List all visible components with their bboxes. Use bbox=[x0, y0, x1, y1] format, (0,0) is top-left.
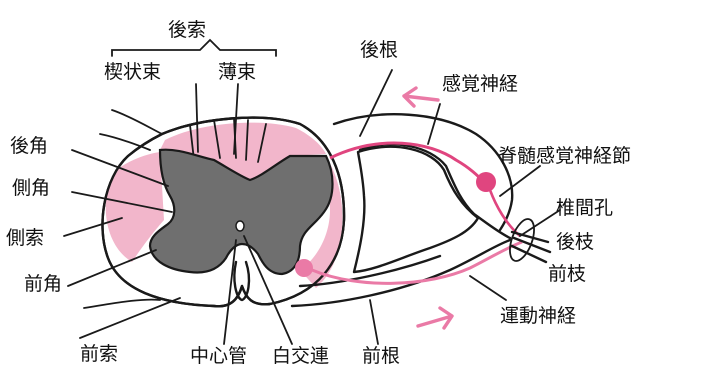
label-gracile-fasciculus: 薄束 bbox=[218, 61, 256, 83]
label-lateral-funiculus: 側索 bbox=[6, 227, 44, 249]
label-posterior-branch: 後枝 bbox=[556, 231, 594, 253]
label-posterior-horn: 後角 bbox=[10, 135, 48, 157]
label-white-commissure: 白交連 bbox=[272, 345, 329, 367]
label-sensory-nerve: 感覚神経 bbox=[442, 73, 518, 95]
label-anterior-funiculus: 前索 bbox=[80, 343, 118, 365]
label-anterior-root: 前根 bbox=[362, 345, 400, 367]
label-posterior-root: 後根 bbox=[360, 39, 398, 61]
spinal-ganglion-dot bbox=[476, 172, 496, 192]
label-motor-nerve: 運動神経 bbox=[500, 305, 576, 327]
sensory-arrow bbox=[404, 88, 438, 106]
motor-arrow bbox=[418, 308, 452, 328]
motor-neuron-dot bbox=[295, 259, 313, 277]
label-anterior-branch: 前枝 bbox=[548, 263, 586, 285]
posterior-funiculus-brace bbox=[112, 40, 276, 56]
label-posterior-funiculus: 後索 bbox=[168, 19, 206, 41]
label-cuneate-fasciculus: 楔状束 bbox=[104, 61, 161, 83]
label-lateral-horn: 側角 bbox=[12, 177, 50, 199]
label-intervertebral-foramen: 椎間孔 bbox=[556, 197, 613, 219]
label-spinal-ganglion: 脊髄感覚神経節 bbox=[498, 145, 631, 167]
label-central-canal: 中心管 bbox=[190, 345, 247, 367]
label-anterior-horn: 前角 bbox=[24, 273, 62, 295]
central-canal bbox=[236, 221, 244, 231]
